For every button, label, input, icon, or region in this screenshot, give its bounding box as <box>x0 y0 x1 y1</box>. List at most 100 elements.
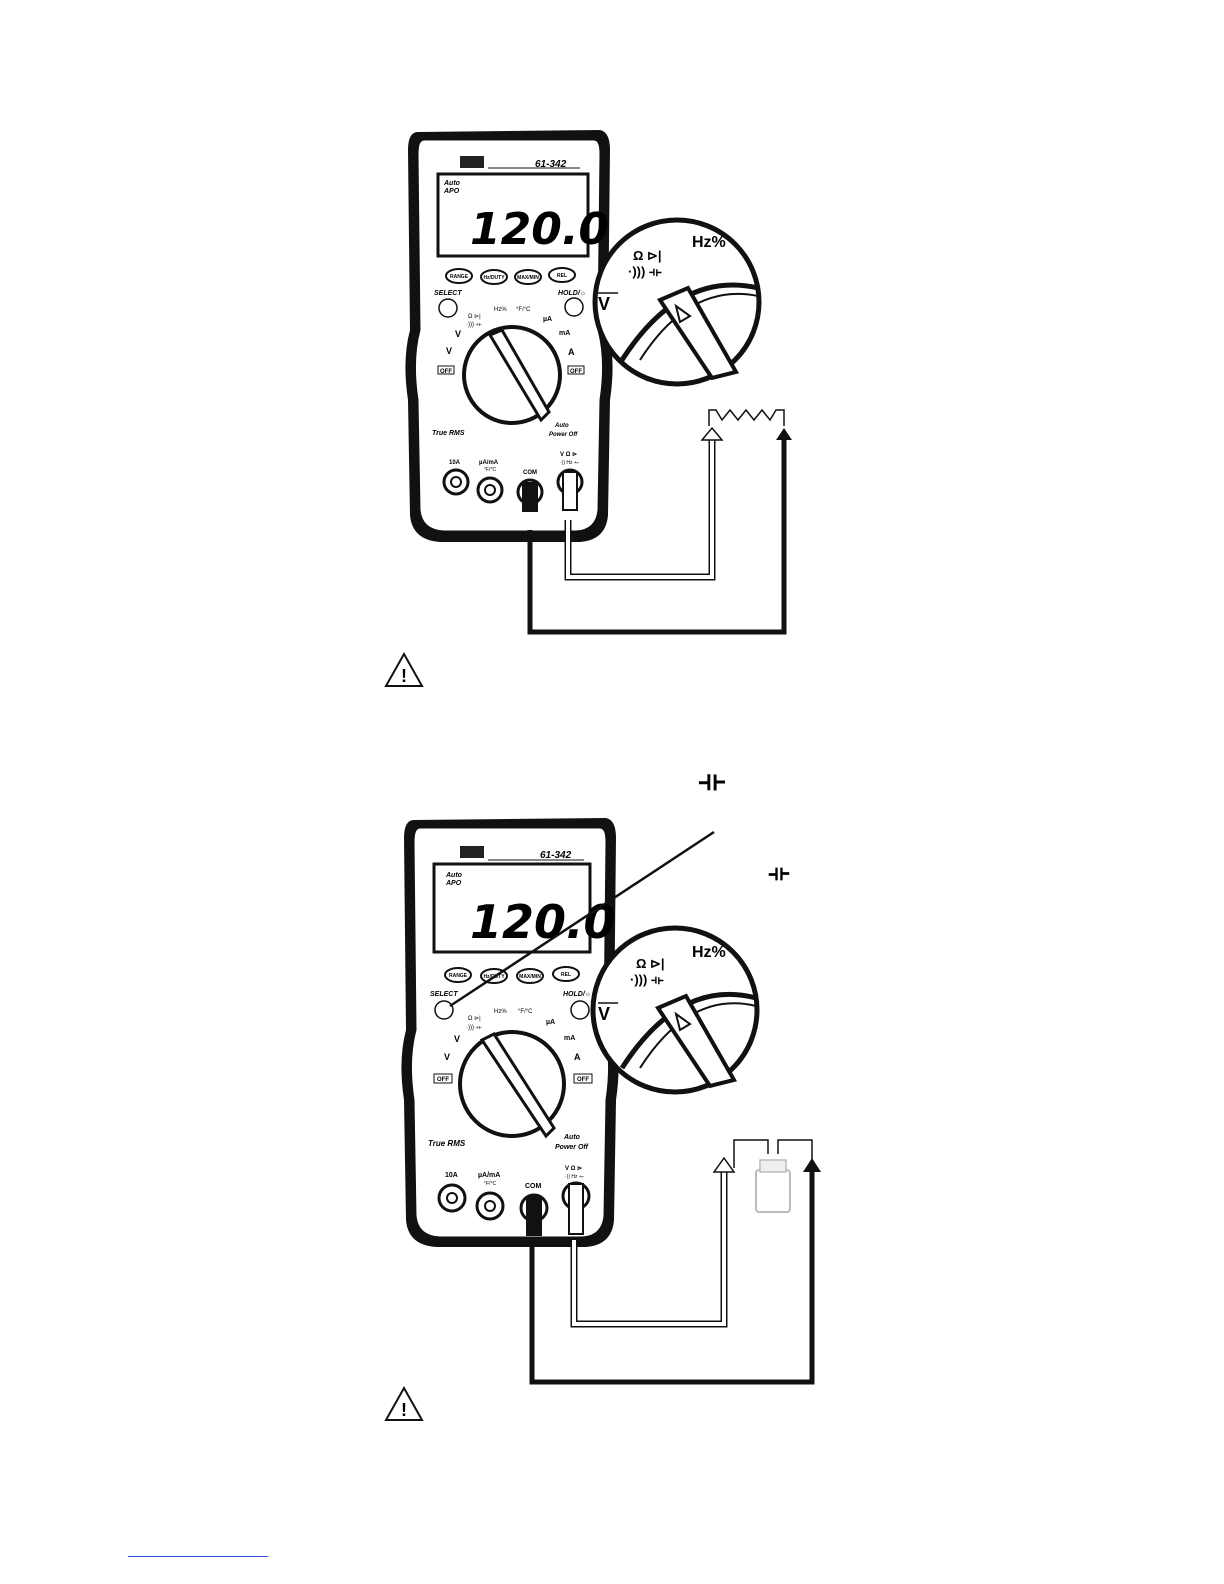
brand-logo-icon <box>460 846 484 858</box>
off-label-right: OFF <box>573 1073 593 1084</box>
jack-label-v-ohm: V Ω ⊳ <box>560 452 577 458</box>
dial-label-a: A <box>574 1052 581 1062</box>
black-probe-tip <box>776 428 792 440</box>
resistor <box>708 408 785 426</box>
jack-label-v-ohm: V Ω ⊳ <box>565 1166 582 1172</box>
figure-resistance-measurement: 61-342 Auto APO 120.0 RANGE Hz/DUTY MAX/… <box>0 110 1224 700</box>
dial-label-hz: Hz% <box>494 1009 507 1015</box>
jack-ua-ma[interactable] <box>476 476 504 504</box>
footer-link-underline[interactable] <box>128 1556 268 1557</box>
dial-label-ohm: Ω ⊳| <box>468 1016 481 1022</box>
capacitor <box>733 1139 813 1213</box>
lcd-apo: APO <box>443 188 460 195</box>
dial-label-cap: ·))) ⫞⊦ <box>466 1025 482 1031</box>
svg-text:OFF: OFF <box>570 369 582 375</box>
select-label: SELECT <box>430 991 458 998</box>
capacitance-diagram: ⫞⊦ ⫞⊦ 61-342 Auto APO 120.0 RANGE Hz/DUT… <box>384 765 821 1421</box>
jack-v-ohm[interactable] <box>561 1181 591 1235</box>
dial-zoom-callout: Hz% Ω ⊳| ·))) ⫞⊦ V <box>592 217 762 387</box>
dial-label-ma: mA <box>559 330 570 337</box>
auto-label: Auto <box>563 1134 581 1141</box>
select-button[interactable] <box>434 1000 454 1020</box>
black-probe-tip <box>803 1158 821 1172</box>
lcd-display <box>432 862 592 954</box>
button-range[interactable]: RANGE <box>444 967 472 983</box>
hold-label: HOLD/☼ <box>563 991 591 998</box>
jack-label-10a: 10A <box>445 1172 458 1179</box>
dial-label-ma: mA <box>564 1035 575 1042</box>
jack-10a[interactable] <box>442 468 470 496</box>
button-hz-duty[interactable]: Hz/DUTY <box>480 269 508 285</box>
select-pointer-line <box>449 830 715 1008</box>
svg-text:Hz/DUTY: Hz/DUTY <box>483 275 505 281</box>
power-off-label: Power Off <box>555 1144 589 1151</box>
jack-label-temp: °F/°C <box>484 1181 496 1187</box>
off-label-left: OFF <box>433 1073 453 1084</box>
model-number: 61-342 <box>540 850 572 861</box>
dial-pointer[interactable] <box>487 328 551 423</box>
red-probe-tip <box>712 1156 736 1173</box>
warning-triangle-icon: ! <box>384 651 424 687</box>
svg-text:REL: REL <box>557 273 567 279</box>
callout-ohm: Ω ⊳| <box>633 248 662 263</box>
hold-label: HOLD/☼ <box>558 290 586 297</box>
dial-label-a: A <box>568 347 575 357</box>
svg-text:OFF: OFF <box>440 369 452 375</box>
jack-com[interactable] <box>519 1193 549 1236</box>
off-label-left: OFF <box>437 365 455 375</box>
jack-label-10a: 10A <box>449 460 461 466</box>
capacitor-symbol-small: ⫞⊦ <box>768 860 790 885</box>
svg-text:OFF: OFF <box>437 1077 449 1083</box>
lcd-auto: Auto <box>445 872 463 879</box>
button-range[interactable]: RANGE <box>445 268 473 284</box>
button-max-min[interactable]: MAX/MIN <box>516 968 544 984</box>
jack-v-ohm[interactable] <box>556 468 584 511</box>
brand-logo-icon <box>460 156 484 168</box>
dial-label-vac: V <box>444 1052 450 1062</box>
lcd-reading: 120.0 <box>470 204 609 255</box>
button-rel[interactable]: REL <box>548 267 576 283</box>
jack-label-ua-ma: µA/mA <box>479 460 499 466</box>
dial-label-ua: µA <box>543 316 552 323</box>
jack-label-ua-ma: µA/mA <box>478 1172 500 1179</box>
resistance-diagram: 61-342 Auto APO 120.0 RANGE Hz/DUTY MAX/… <box>384 130 792 687</box>
svg-text:RANGE: RANGE <box>449 973 468 979</box>
jack-10a[interactable] <box>437 1183 467 1213</box>
callout-hz: Hz% <box>692 944 726 961</box>
select-button[interactable] <box>438 298 458 318</box>
svg-text:OFF: OFF <box>577 1077 589 1083</box>
red-probe-tip <box>700 426 724 441</box>
dial-label-hz: Hz% <box>494 307 507 313</box>
jack-label-com: COM <box>525 1183 542 1190</box>
off-label-right: OFF <box>567 365 585 375</box>
dial-pointer[interactable] <box>479 1032 556 1139</box>
jack-label-v-ohm-sub: ·)) Hz ⫞⊦ <box>565 1174 584 1180</box>
black-test-lead <box>527 428 792 635</box>
power-off-label: Power Off <box>549 432 578 438</box>
dial-label-vdc: V <box>455 329 461 339</box>
callout-hz: Hz% <box>692 234 726 251</box>
dial-label-cap: ·))) ⫞⊦ <box>466 322 482 328</box>
red-test-lead <box>564 426 724 581</box>
jack-label-v-ohm-sub: ·)) Hz ⫞⊦ <box>560 460 579 466</box>
button-max-min[interactable]: MAX/MIN <box>514 269 542 285</box>
svg-text:!: ! <box>401 666 407 686</box>
callout-vdc: V <box>598 294 610 314</box>
svg-text:!: ! <box>401 1400 407 1420</box>
true-rms-label: True RMS <box>432 430 465 437</box>
button-rel[interactable]: REL <box>552 966 580 982</box>
lcd-display <box>436 172 590 258</box>
jack-com[interactable] <box>516 478 544 512</box>
svg-text:REL: REL <box>561 972 571 978</box>
jack-ua-ma[interactable] <box>475 1191 505 1221</box>
figure-capacitance-measurement: ⫞⊦ ⫞⊦ 61-342 Auto APO 120.0 RANGE Hz/DUT… <box>0 750 1224 1450</box>
dial-label-ohm: Ω ⊳| <box>468 314 481 320</box>
hold-button[interactable] <box>564 297 584 317</box>
multimeter-2: 61-342 Auto APO 120.0 RANGE Hz/DUTY MAX/… <box>401 818 619 1247</box>
multimeter-1: 61-342 Auto APO 120.0 RANGE Hz/DUTY MAX/… <box>405 130 613 542</box>
select-label: SELECT <box>434 290 462 297</box>
model-number: 61-342 <box>535 159 567 170</box>
dial-label-vac: V <box>446 346 452 356</box>
capacitor-symbol-large: ⫞⊦ <box>698 765 726 796</box>
hold-button[interactable] <box>570 1000 590 1020</box>
